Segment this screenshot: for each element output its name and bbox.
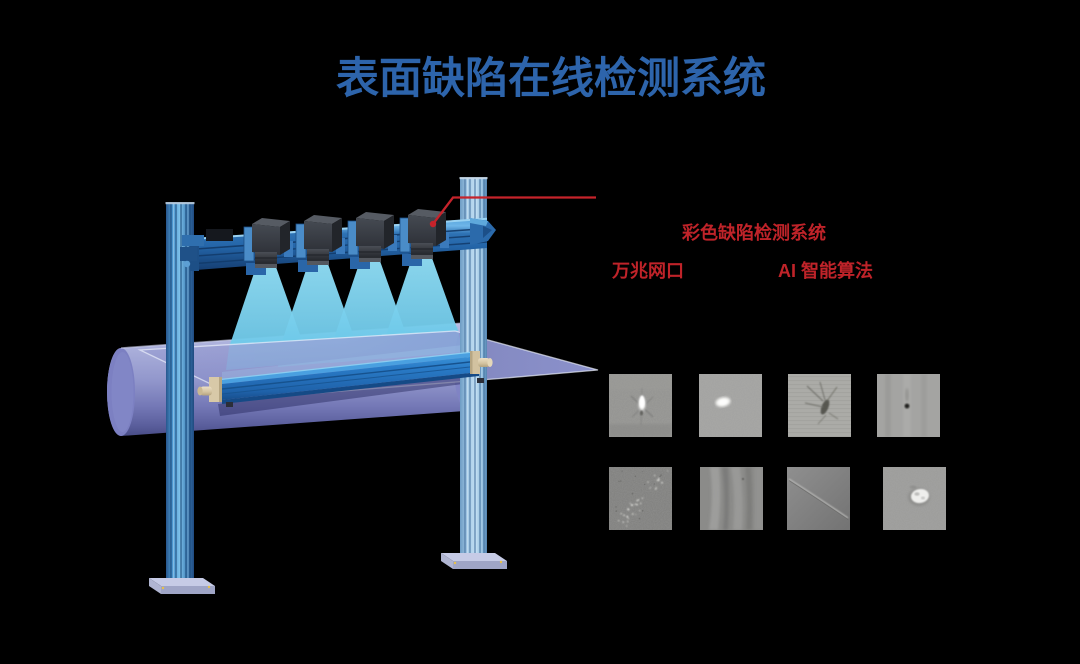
page-title: 表面缺陷在线检测系统 [336,55,766,103]
defect-tile-3 [788,374,851,437]
defect-tile-7 [787,467,850,530]
right-post-cap [459,177,488,180]
light-cone-3 [334,261,406,339]
camera-3 [347,212,397,269]
label-10g-port: 万兆网口 [612,261,684,281]
defect-tile-8 [883,467,946,530]
light-cone-2 [282,264,354,342]
light-cone-4 [386,258,458,336]
camera-2 [295,215,345,272]
light-patches [226,326,462,370]
camera-4 [399,209,449,266]
right-base-plate [441,553,507,569]
defect-tile-4 [877,374,940,437]
bar-right-end [470,351,493,374]
light-cone-1 [230,267,302,345]
cameras [206,209,449,275]
leader-line [429,196,596,228]
beam-top-box [206,229,233,241]
defect-tile-1 [609,374,672,437]
beam-right-end [470,218,496,245]
label-ai-algorithm: AI 智能算法 [778,261,874,281]
line-light-bar [197,351,493,407]
defect-tile-2 [699,374,762,437]
left-post-cap [165,202,195,205]
beam-left-end [180,235,204,271]
label-color-defect-system: 彩色缺陷检测系统 [682,223,826,243]
bar-left-end [197,377,222,402]
left-base-plate [149,578,215,594]
light-cones [230,258,458,345]
bar-shadow [218,374,478,416]
defect-tile-5 [609,467,672,530]
camera-1 [243,218,293,275]
bar-reflection [222,344,472,380]
defect-tile-6 [700,467,763,530]
